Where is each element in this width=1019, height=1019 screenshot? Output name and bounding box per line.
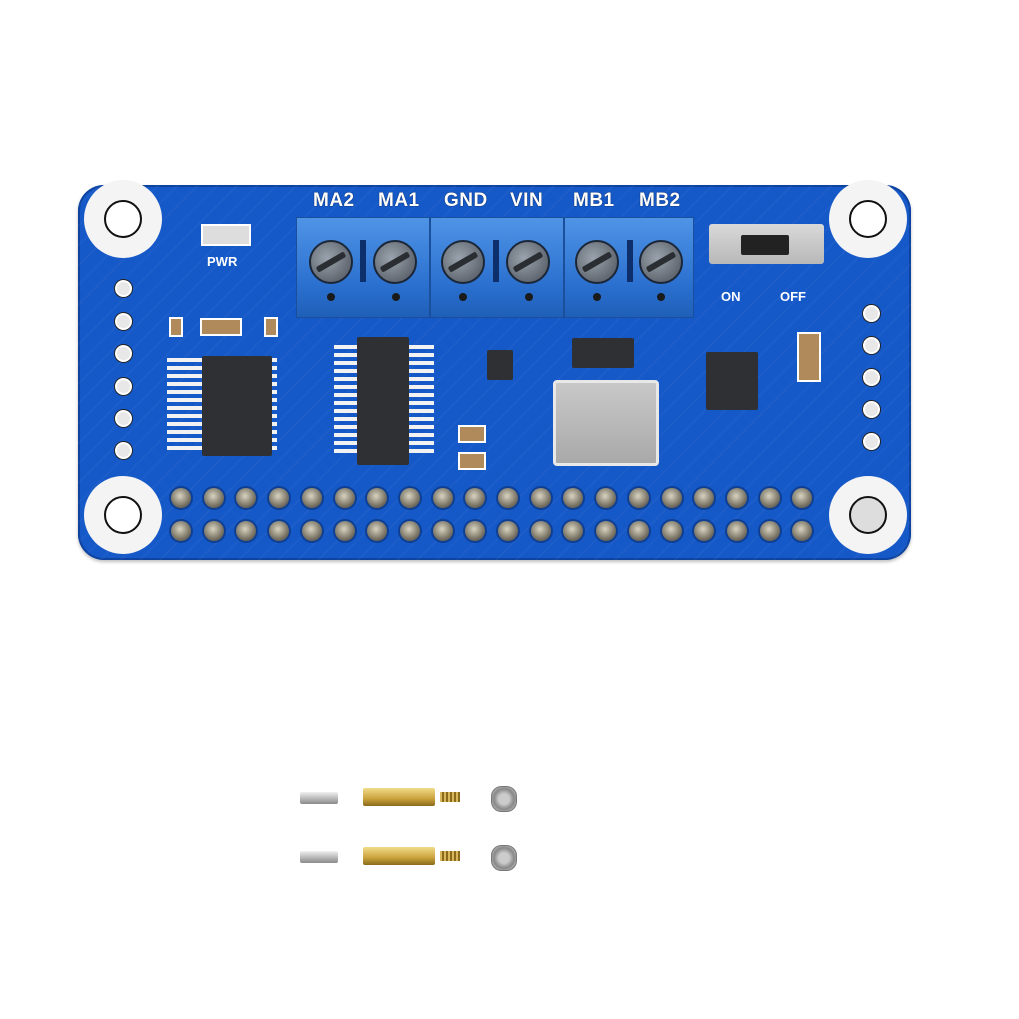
gpio-pin xyxy=(269,488,290,508)
gpio-pin xyxy=(726,488,747,508)
gpio-pin xyxy=(269,521,290,541)
terminal-label-gnd: GND xyxy=(444,190,488,211)
screw-icon xyxy=(506,240,550,284)
mounting-screw xyxy=(300,851,338,863)
terminal-label-mb1: MB1 xyxy=(573,190,615,211)
capacitor xyxy=(797,332,821,382)
diode xyxy=(572,338,634,368)
power-led xyxy=(201,224,251,246)
standoff-thread xyxy=(440,851,460,861)
gpio-pin xyxy=(628,521,649,541)
pad xyxy=(115,442,132,459)
terminal-label-mb2: MB2 xyxy=(639,190,681,211)
brass-standoff xyxy=(363,788,435,806)
pad xyxy=(115,280,132,297)
terminal-block-a xyxy=(296,217,430,318)
pwr-label: PWR xyxy=(207,254,238,269)
gpio-pin xyxy=(171,521,191,541)
inductor xyxy=(553,380,659,466)
gpio-pin xyxy=(399,521,420,541)
gpio-pin xyxy=(301,521,322,541)
terminal-block-b xyxy=(564,217,694,318)
gpio-pin xyxy=(432,488,453,508)
gpio-pin xyxy=(367,488,388,508)
gpio-pin xyxy=(498,521,518,541)
switch-on-label: ON xyxy=(721,289,741,304)
gpio-pin xyxy=(563,488,584,508)
screw-icon xyxy=(441,240,485,284)
gpio-pin xyxy=(661,488,682,508)
regulator-ic xyxy=(706,352,758,410)
gpio-pin xyxy=(530,488,551,508)
gpio-pin xyxy=(399,488,420,508)
hex-nut xyxy=(491,845,517,871)
gpio-pin xyxy=(694,488,715,508)
gpio-pin xyxy=(726,521,747,541)
motor-driver-ic-1 xyxy=(202,356,272,456)
gpio-pin xyxy=(661,521,682,541)
pad xyxy=(863,433,880,450)
capacitor xyxy=(458,452,486,470)
gpio-pin xyxy=(367,521,388,541)
gpio-pin xyxy=(203,488,224,508)
gpio-pin xyxy=(334,488,355,508)
power-switch[interactable] xyxy=(709,224,824,264)
mount-hole-top-left xyxy=(84,180,162,258)
switch-knob[interactable] xyxy=(741,235,789,255)
gpio-pin xyxy=(792,521,813,541)
gpio-pin xyxy=(530,521,551,541)
brass-standoff xyxy=(363,847,435,865)
gpio-pin xyxy=(465,488,486,508)
pad xyxy=(863,305,880,322)
gpio-pin xyxy=(236,488,257,508)
screw-icon xyxy=(309,240,353,284)
motor-driver-ic-2 xyxy=(357,337,409,465)
gpio-pin xyxy=(203,521,224,541)
terminal-block-power xyxy=(430,217,564,318)
gpio-pin xyxy=(563,521,584,541)
pad xyxy=(115,345,132,362)
screw-icon xyxy=(639,240,683,284)
gpio-pin xyxy=(792,488,813,508)
terminal-label-ma1: MA1 xyxy=(378,190,420,211)
pad xyxy=(115,410,132,427)
capacitor xyxy=(458,425,486,443)
capacitor xyxy=(200,318,242,336)
screw-icon xyxy=(373,240,417,284)
pad xyxy=(863,401,880,418)
mount-hole-bottom-right xyxy=(829,476,907,554)
resistor xyxy=(264,317,278,337)
gpio-pin xyxy=(596,521,617,541)
gpio-pin xyxy=(301,488,322,508)
terminal-label-ma2: MA2 xyxy=(313,190,355,211)
transistor xyxy=(487,350,513,380)
gpio-pin xyxy=(498,488,518,508)
hex-nut xyxy=(491,786,517,812)
pad xyxy=(863,337,880,354)
gpio-pin xyxy=(759,488,780,508)
pad xyxy=(115,313,132,330)
resistor xyxy=(169,317,183,337)
pad xyxy=(863,369,880,386)
mount-hole-top-right xyxy=(829,180,907,258)
gpio-pin xyxy=(465,521,486,541)
gpio-pin xyxy=(236,521,257,541)
switch-off-label: OFF xyxy=(780,289,806,304)
terminal-label-vin: VIN xyxy=(510,190,544,211)
gpio-pin xyxy=(694,521,715,541)
gpio-pin xyxy=(596,488,617,508)
mount-hole-bottom-left xyxy=(84,476,162,554)
gpio-pin xyxy=(628,488,649,508)
screw-icon xyxy=(575,240,619,284)
gpio-pin xyxy=(432,521,453,541)
pad xyxy=(115,378,132,395)
gpio-pin xyxy=(334,521,355,541)
gpio-pin xyxy=(171,488,191,508)
standoff-thread xyxy=(440,792,460,802)
gpio-pin xyxy=(759,521,780,541)
mounting-screw xyxy=(300,792,338,804)
